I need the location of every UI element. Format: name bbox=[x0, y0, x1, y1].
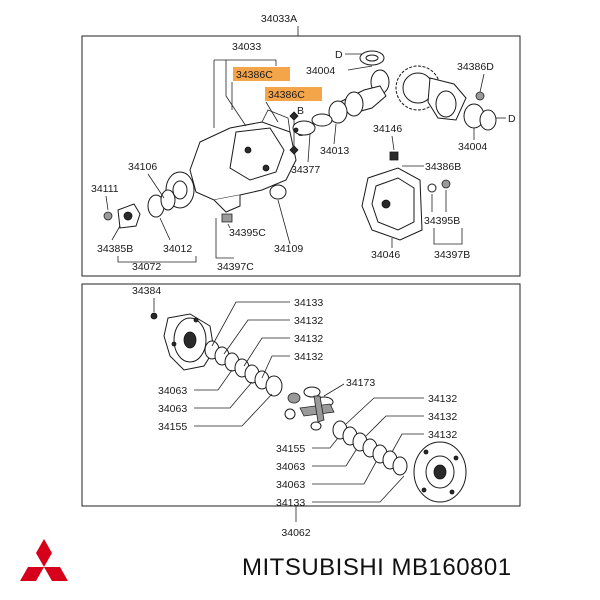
label-34111: 34111 bbox=[91, 183, 119, 195]
brand-part-number: MITSUBISHI MB160801 bbox=[242, 554, 512, 581]
label-34046: 34046 bbox=[371, 249, 400, 261]
clutch-plates-right bbox=[332, 420, 408, 476]
label-34063-c: 34063 bbox=[276, 461, 305, 473]
label-34397b: 34397B bbox=[434, 249, 470, 261]
label-34132-r2: 34132 bbox=[294, 315, 323, 327]
label-34133-top: 34133 bbox=[294, 297, 323, 309]
label-34132-r6: 34132 bbox=[428, 411, 457, 423]
assembly-label-34062: 34062 bbox=[281, 527, 310, 539]
label-34173: 34173 bbox=[346, 377, 375, 389]
clutch-plates-left bbox=[204, 340, 283, 397]
label-34063-a: 34063 bbox=[158, 385, 187, 397]
rear-cover bbox=[361, 167, 423, 241]
top-panel: 34033A 34033 34386C 34386C B C bbox=[81, 13, 521, 277]
label-34132-r4: 34132 bbox=[294, 351, 323, 363]
top-panel-frame bbox=[81, 35, 521, 277]
mitsubishi-three-diamonds-icon bbox=[20, 539, 68, 581]
label-34106: 34106 bbox=[128, 161, 157, 173]
companion-flange bbox=[103, 189, 176, 229]
label-34033: 34033 bbox=[232, 41, 261, 53]
label-34155-b: 34155 bbox=[276, 443, 305, 455]
label-34386c-1: 34386C bbox=[236, 69, 273, 81]
label-34386d: 34386D bbox=[457, 61, 494, 73]
highlight-34386c-2 bbox=[265, 87, 322, 101]
label-34133-bottom: 34133 bbox=[276, 497, 305, 509]
label-34384: 34384 bbox=[132, 285, 161, 297]
assembly-label-34033a: 34033A bbox=[261, 13, 297, 25]
label-34395b: 34395B bbox=[424, 215, 460, 227]
pinion-gears bbox=[284, 386, 335, 431]
marker-d-top: D bbox=[335, 49, 343, 61]
label-34386b-right: 34386B bbox=[425, 161, 461, 173]
differential-carrier-housing bbox=[165, 109, 297, 213]
label-34063-d: 34063 bbox=[276, 479, 305, 491]
marker-b: B bbox=[297, 105, 304, 117]
label-34155-a: 34155 bbox=[158, 421, 187, 433]
label-34146: 34146 bbox=[373, 123, 402, 135]
label-34013: 34013 bbox=[320, 145, 349, 157]
label-34397c: 34397C bbox=[217, 261, 254, 273]
pinion-gear-assembly bbox=[292, 50, 390, 136]
label-34109: 34109 bbox=[274, 243, 303, 255]
label-34132-r3: 34132 bbox=[294, 333, 323, 345]
label-34004-right: 34004 bbox=[458, 141, 487, 153]
label-34004-top: 34004 bbox=[306, 65, 335, 77]
label-34395c: 34395C bbox=[229, 227, 266, 239]
label-34132-r7: 34132 bbox=[428, 429, 457, 441]
label-34063-b: 34063 bbox=[158, 403, 187, 415]
bottom-panel: 34062 34384 bbox=[81, 283, 521, 539]
label-34386c-2: 34386C bbox=[268, 89, 305, 101]
highlight-34386c-1 bbox=[233, 67, 290, 81]
label-34072: 34072 bbox=[132, 261, 161, 273]
differential-case-right bbox=[413, 441, 467, 503]
label-34377: 34377 bbox=[291, 164, 320, 176]
differential-case-left bbox=[163, 313, 215, 371]
label-34385b: 34385B bbox=[97, 243, 133, 255]
ring-gear bbox=[395, 65, 497, 131]
label-34132-r5: 34132 bbox=[428, 393, 457, 405]
label-34012: 34012 bbox=[163, 243, 192, 255]
bottom-panel-frame bbox=[81, 283, 521, 507]
marker-d-right: D bbox=[508, 113, 516, 125]
